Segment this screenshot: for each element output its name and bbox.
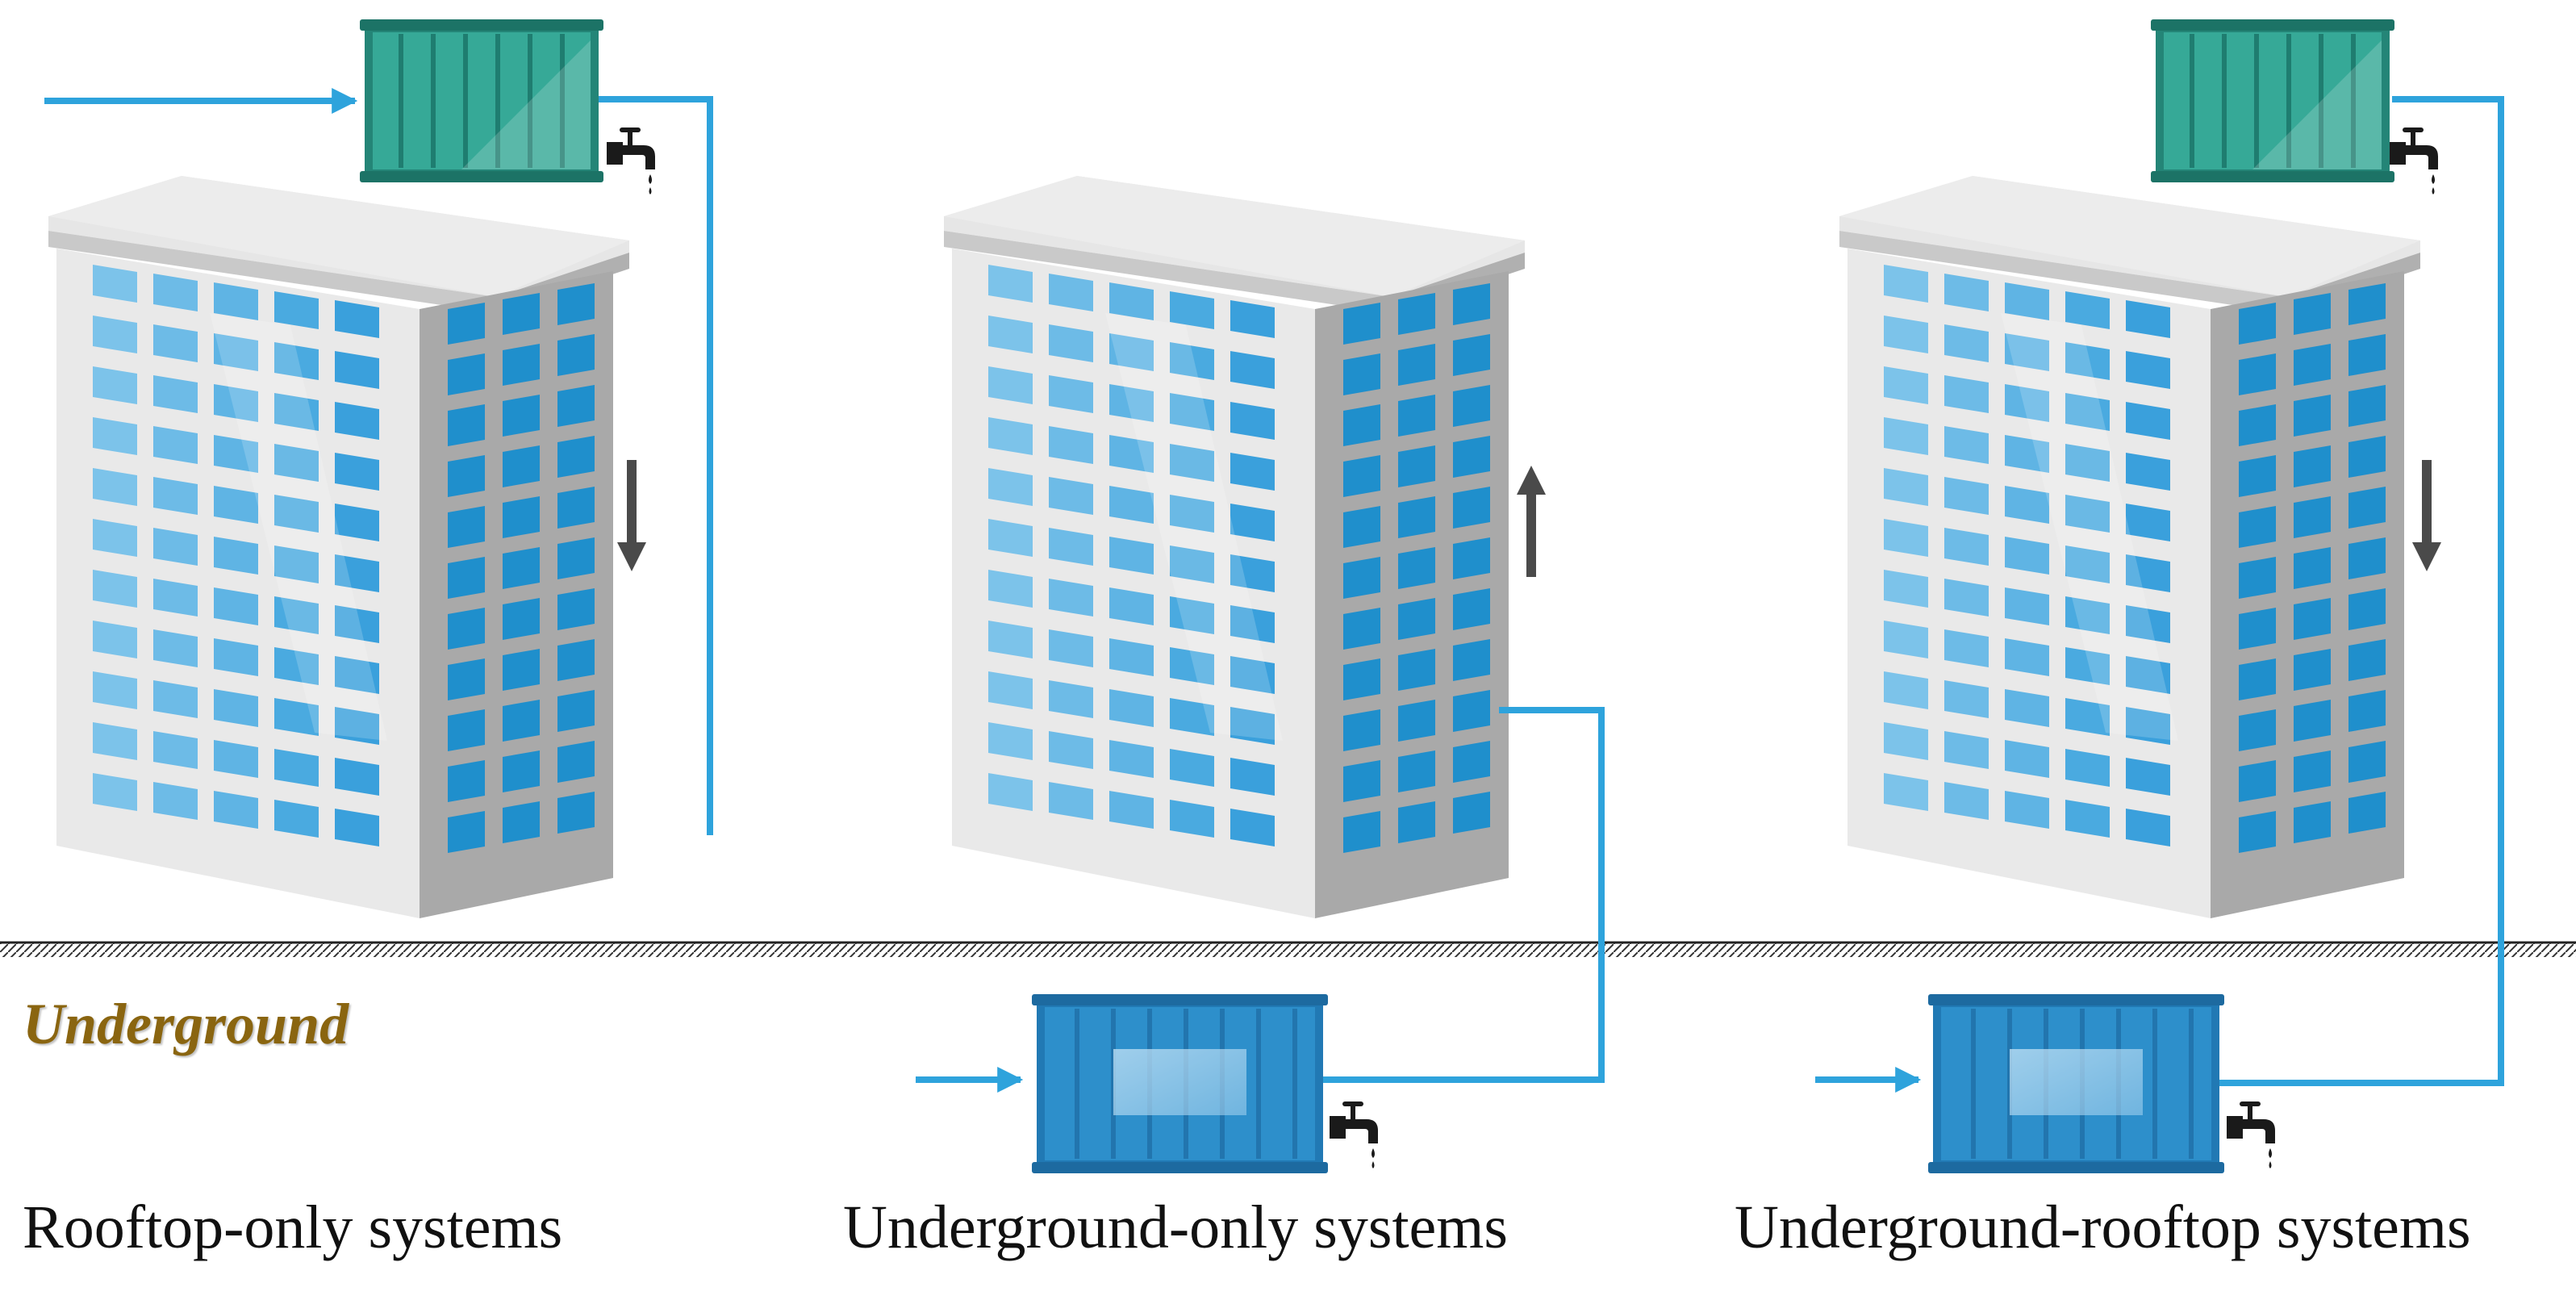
rooftop-tank-icon [2151,19,2394,182]
building-icon [1839,176,2420,918]
rooftop-tank-icon [360,19,603,182]
underground-label: Underground [23,992,349,1056]
building-icon [48,176,629,918]
ground-line [0,943,2576,957]
supply-pipe [599,96,713,835]
supply-pipe [1323,707,1605,1083]
building-icon [944,176,1525,918]
caption-underground-only: Underground-only systems [843,1193,1508,1261]
faucet-icon [607,127,655,194]
faucet-icon [2390,127,2438,194]
underground-rooftop-system [1815,19,2504,1173]
faucet-icon [2227,1101,2275,1168]
caption-rooftop-only: Rooftop-only systems [23,1193,563,1261]
supply-pipe [2219,96,2504,1086]
underground-tank-icon [1928,994,2224,1173]
caption-underground-rooftop: Underground-rooftop systems [1735,1193,2471,1261]
rooftop-only-system [44,19,713,835]
faucet-icon [1330,1101,1378,1168]
underground-tank-icon [1032,994,1328,1173]
underground-only-system [916,466,1605,1173]
